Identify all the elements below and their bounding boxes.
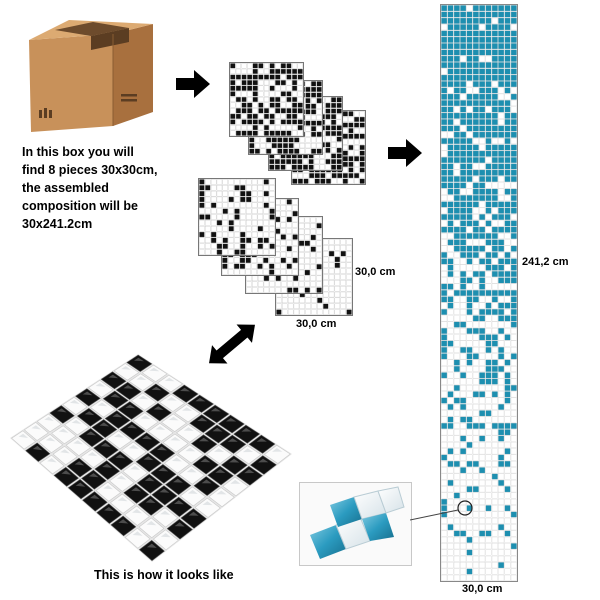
assembled-composition-strip <box>440 4 518 582</box>
strip-height-label: 241,2 cm <box>522 256 569 268</box>
arrow-right-icon <box>176 70 210 103</box>
tile-closeup-inset <box>299 482 412 566</box>
arrow-right-icon <box>388 139 422 172</box>
description-line: composition will be <box>22 199 138 213</box>
description-line: 30x241.2cm <box>22 217 93 231</box>
mosaic-piece-light <box>198 178 276 256</box>
caption-text: This is how it looks like <box>94 568 234 582</box>
mosaic-sheet-perspective <box>6 350 296 565</box>
description-line: In this box you will <box>22 145 134 159</box>
double-arrow-icon <box>202 318 262 375</box>
strip-width-label: 30,0 cm <box>462 583 503 595</box>
piece-width-label: 30,0 cm <box>296 318 337 330</box>
description-line: find 8 pieces 30x30cm, <box>22 163 158 177</box>
description-line: the assembled <box>22 181 109 195</box>
piece-height-label: 30,0 cm <box>355 266 396 278</box>
box-description: In this box you will find 8 pieces 30x30… <box>22 143 172 233</box>
callout-connector <box>409 500 480 535</box>
mosaic-piece-dark <box>229 62 304 137</box>
cardboard-box-icon <box>25 14 157 136</box>
